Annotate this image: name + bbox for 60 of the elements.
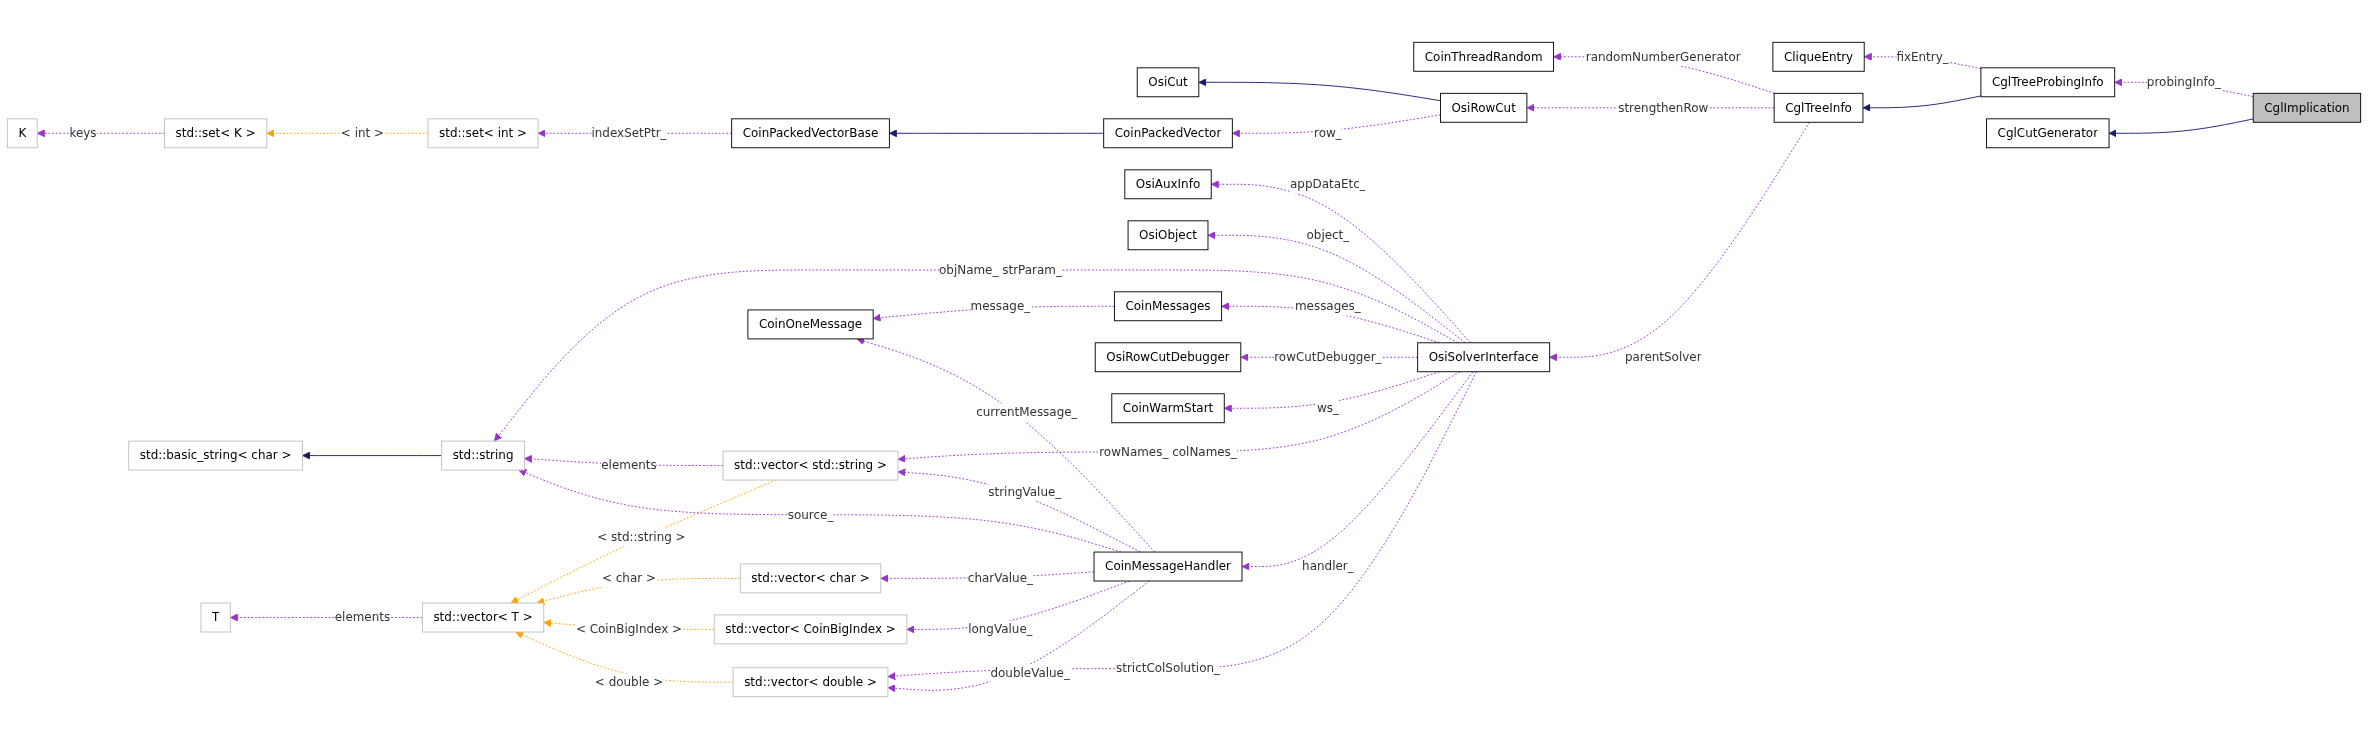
edge-label: elements [334, 610, 391, 625]
edge-label: randomNumberGenerator [1585, 49, 1741, 64]
node-box: std::vector< double > [732, 667, 889, 698]
edge-label: doubleValue_ [990, 665, 1070, 680]
node-box: std::vector< std::string > [722, 450, 899, 481]
node-box: CoinWarmStart [1111, 393, 1225, 424]
node-box: CoinMessageHandler [1093, 551, 1243, 582]
node-box: std::set< int > [427, 118, 539, 149]
edge-label: currentMessage_ [976, 405, 1078, 420]
node-box: OsiSolverInterface [1417, 342, 1551, 373]
edge-label: row_ [1314, 126, 1342, 140]
node-box: OsiAuxInfo [1124, 169, 1212, 200]
node-box: OsiCut [1136, 67, 1200, 98]
node-box: CglCutGenerator [1986, 118, 2110, 149]
edge-label: object_ [1306, 228, 1350, 242]
node-box: std::vector< CoinBigIndex > [713, 614, 908, 645]
edge-label: ws_ [1316, 401, 1339, 415]
edge-label: < char > [602, 571, 656, 586]
edge-label: stringValue_ [988, 484, 1062, 499]
edge-label: rowNames_ colNames_ [1099, 444, 1237, 459]
edge-label: messages_ [1294, 299, 1361, 313]
node-box: CoinMessages [1113, 291, 1223, 322]
edge-label: strengthenRow [1618, 100, 1709, 115]
edge-label: charValue_ [967, 571, 1034, 586]
node-box: CliqueEntry [1772, 41, 1865, 72]
edge-label: < double > [594, 675, 664, 689]
node-box: std::string [441, 440, 525, 471]
edge-label: < CoinBigIndex > [575, 622, 683, 637]
node-box: CoinPackedVector [1103, 118, 1233, 149]
node-box: CoinPackedVectorBase [731, 118, 890, 149]
edge-label: parentSolver [1624, 350, 1702, 364]
node-box: CoinThreadRandom [1413, 41, 1555, 72]
edge-label: probingInfo_ [2146, 75, 2222, 89]
edge-label: elements [601, 458, 657, 473]
node-box: std::vector< T > [421, 602, 545, 633]
node-box: T [200, 602, 231, 633]
edge-label: rowCutDebugger_ [1274, 350, 1382, 364]
node-box: CglTreeInfo [1773, 92, 1864, 123]
node-box: K [6, 118, 38, 149]
node-box: OsiRowCutDebugger [1094, 342, 1242, 373]
node-box: CoinOneMessage [747, 309, 874, 340]
node-box: OsiRowCut [1440, 92, 1528, 123]
edge-label: longValue_ [968, 622, 1033, 637]
edge-label: < int > [340, 126, 385, 140]
node-box: std::vector< char > [739, 563, 882, 594]
edge-label: handler_ [1302, 559, 1354, 574]
edge-label: fixEntry_ [1896, 49, 1949, 64]
edge-label: source_ [787, 507, 834, 522]
edge-label: message_ [970, 299, 1031, 313]
node-box: std::basic_string< char > [128, 440, 303, 471]
edge-label: strictColSolution_ [1116, 661, 1221, 676]
node-box: CglImplication [2252, 92, 2362, 123]
edge-label: keys [69, 126, 97, 140]
node-box: CglTreeProbingInfo [1980, 67, 2116, 98]
edge-label: indexSetPtr_ [591, 126, 667, 140]
edge-label: < std::string > [597, 529, 686, 544]
node-box: OsiObject [1127, 220, 1209, 251]
node-box: std::set< K > [164, 118, 268, 149]
edge-label: appDataEtc_ [1289, 177, 1366, 191]
edge-label: objName_ strParam_ [939, 262, 1062, 277]
